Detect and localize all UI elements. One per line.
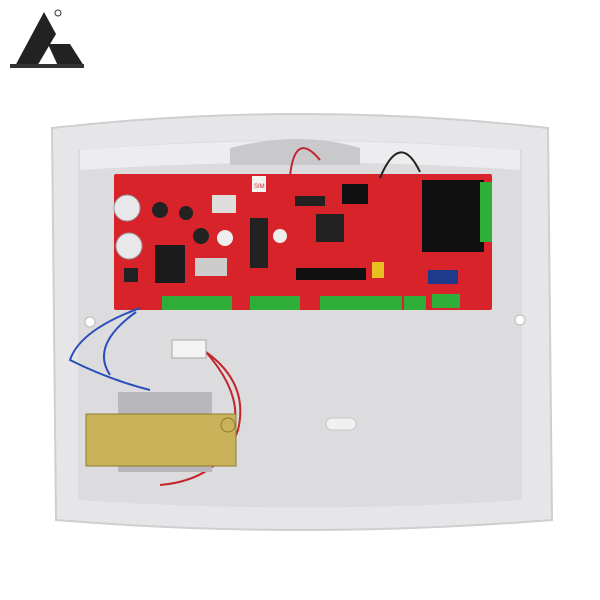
terminal-blocks — [162, 182, 492, 310]
wires — [68, 147, 421, 486]
sim-label: SIM — [254, 184, 265, 190]
connector-block — [171, 339, 207, 359]
circuit-board: SIM — [113, 174, 492, 310]
transformer — [85, 392, 237, 472]
brand-logo — [10, 9, 84, 68]
capacitors — [113, 194, 287, 260]
